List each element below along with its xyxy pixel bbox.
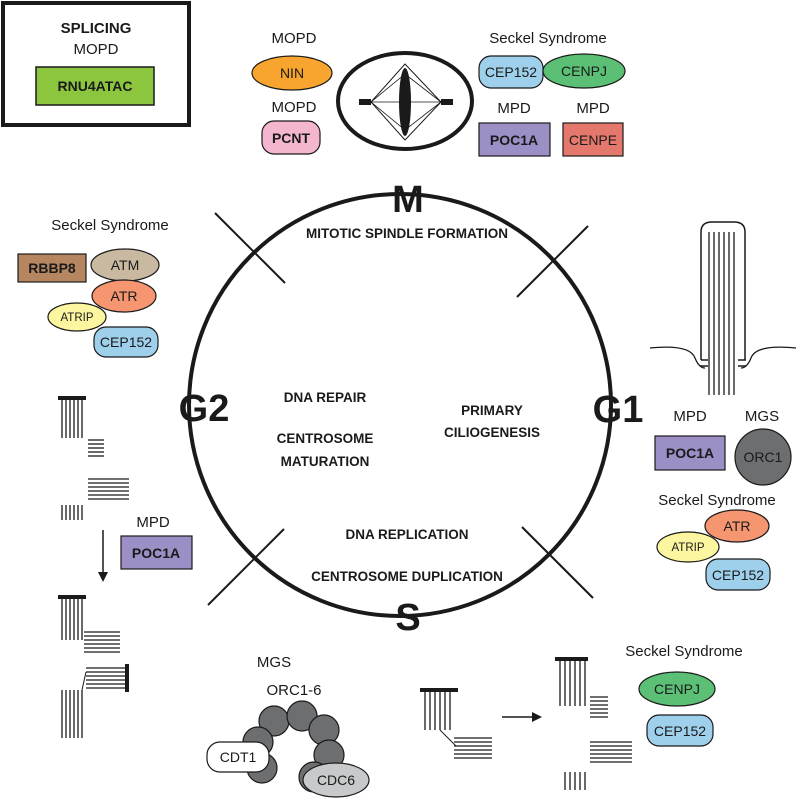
- ciliogenesis-label-1: PRIMARY: [461, 403, 523, 418]
- atrip-label-g2: ATRIP: [60, 312, 93, 324]
- dna-replication-label: DNA REPLICATION: [346, 527, 469, 542]
- cep152-label-g2: CEP152: [100, 334, 152, 350]
- cep152-label-m: CEP152: [485, 64, 537, 80]
- nin-label: NIN: [280, 65, 304, 81]
- poc1a-box-g1: [654, 435, 726, 471]
- poc1a-label-g1: POC1A: [666, 445, 714, 461]
- divider-m-g1: [516, 225, 589, 298]
- orc1-6-label: ORC1-6: [266, 682, 321, 699]
- pcnt-pill: [261, 120, 321, 155]
- poc1a-box-g2: [120, 535, 193, 570]
- atm-label: ATM: [111, 257, 140, 273]
- mpd-label-g1: MPD: [673, 408, 707, 425]
- primary-cilium-icon: [649, 221, 797, 395]
- cep152-label-g1: CEP152: [712, 567, 764, 583]
- atr-label-g2: ATR: [111, 288, 138, 304]
- phase-g2-label: G2: [179, 388, 230, 430]
- rnu4atac-label: RNU4ATAC: [58, 78, 133, 94]
- poc1a-box-m: [478, 122, 551, 157]
- mpd-label-cenpe: MPD: [576, 100, 610, 117]
- cdc6-pill: [302, 762, 370, 798]
- phase-s-label: S: [395, 597, 420, 639]
- cenpj-pill-s: [638, 671, 716, 707]
- arrow-right-icon: [502, 712, 542, 722]
- atrip-pill-g1: [656, 531, 720, 563]
- cep152-pill-g2: [93, 326, 159, 358]
- cdc6-label: CDC6: [317, 772, 355, 788]
- poc1a-label-m: POC1A: [490, 132, 538, 148]
- spindle-formation-label: MITOTIC SPINDLE FORMATION: [306, 226, 508, 241]
- splicing-title: SPLICING: [61, 20, 132, 37]
- atr-pill-g2: [91, 279, 157, 313]
- cenpj-pill-m: [542, 53, 626, 89]
- centriole-schematic-s-left: [420, 688, 492, 759]
- ciliogenesis-label-2: CILIOGENESIS: [444, 425, 540, 440]
- mgs-label-g1: MGS: [745, 408, 779, 425]
- cenpe-box: [562, 122, 624, 157]
- centriole-schematic-g2-bottom: [58, 595, 129, 738]
- phase-m-label: M: [392, 179, 424, 221]
- cenpe-label: CENPE: [569, 132, 617, 148]
- dna-repair-label: DNA REPAIR: [284, 390, 367, 405]
- pcnt-label: PCNT: [272, 130, 311, 146]
- centrosome-maturation-label-2: MATURATION: [281, 454, 370, 469]
- phase-g1-label: G1: [593, 389, 644, 431]
- mitotic-spindle-icon: [336, 51, 474, 151]
- cep152-pill-g1: [705, 558, 771, 591]
- seckel-label-g2: Seckel Syndrome: [51, 217, 169, 234]
- m-phase-genes: MOPD NIN MOPD PCNT Seckel Syndrome CEP15…: [251, 30, 626, 157]
- centriole-schematic-g2-top: [58, 396, 129, 520]
- cdt1-pill: [206, 741, 270, 773]
- s-phase-seckel-genes: Seckel Syndrome CENPJ CEP152: [625, 643, 743, 747]
- orc1-label-g1: ORC1: [744, 449, 783, 465]
- splicing-box-border: [1, 1, 191, 127]
- rbbp8-label: RBBP8: [28, 260, 76, 276]
- mopd-label-pcnt: MOPD: [272, 99, 317, 116]
- centrosome-duplication-label: CENTROSOME DUPLICATION: [311, 569, 503, 584]
- nin-pill: [251, 55, 333, 91]
- seckel-label-s: Seckel Syndrome: [625, 643, 743, 660]
- arrow-down-icon: [98, 530, 108, 582]
- mopd-label-nin: MOPD: [272, 30, 317, 47]
- g1-genes: MPD MGS POC1A ORC1 Seckel Syndrome ATR A…: [654, 408, 792, 591]
- splicing-disease: MOPD: [74, 41, 119, 58]
- divider-s-g2: [207, 528, 285, 606]
- atr-label-g1: ATR: [724, 518, 751, 534]
- mpd-label-g2: MPD: [136, 514, 170, 531]
- mpd-label-poc1a-m: MPD: [497, 100, 531, 117]
- cell-cycle-circle: M G1 G2 S MITOTIC SPINDLE FORMATION DNA …: [179, 179, 644, 639]
- s-phase-orc: MGS ORC1-6 CDT1 CDC6: [206, 654, 370, 798]
- divider-g2-m: [214, 212, 286, 284]
- cenpj-label-m: CENPJ: [561, 63, 607, 79]
- cycle-ring: [187, 192, 613, 618]
- rnu4atac-box: [35, 66, 155, 106]
- seckel-label-g1: Seckel Syndrome: [658, 492, 776, 509]
- rbbp8-box: [17, 253, 87, 283]
- g2-genes: Seckel Syndrome RBBP8 ATM ATR ATRIP CEP1…: [17, 217, 193, 570]
- cenpj-label-s: CENPJ: [654, 681, 700, 697]
- cdt1-label: CDT1: [220, 749, 257, 765]
- poc1a-label-g2: POC1A: [132, 545, 180, 561]
- splicing-panel: SPLICING MOPD RNU4ATAC: [1, 1, 191, 127]
- atr-pill-g1: [704, 509, 770, 543]
- orc1-circle-g1: [734, 428, 792, 486]
- divider-g1-s: [521, 526, 594, 599]
- centriole-schematic-s-right: [555, 657, 632, 790]
- atrip-label-g1: ATRIP: [671, 542, 704, 554]
- cep152-label-s: CEP152: [654, 723, 706, 739]
- cep152-pill-s: [646, 714, 714, 747]
- centrosome-maturation-label-1: CENTROSOME: [277, 431, 374, 446]
- atrip-pill-g2: [47, 302, 107, 332]
- seckel-label-m: Seckel Syndrome: [489, 30, 607, 47]
- mgs-label-s: MGS: [257, 654, 291, 671]
